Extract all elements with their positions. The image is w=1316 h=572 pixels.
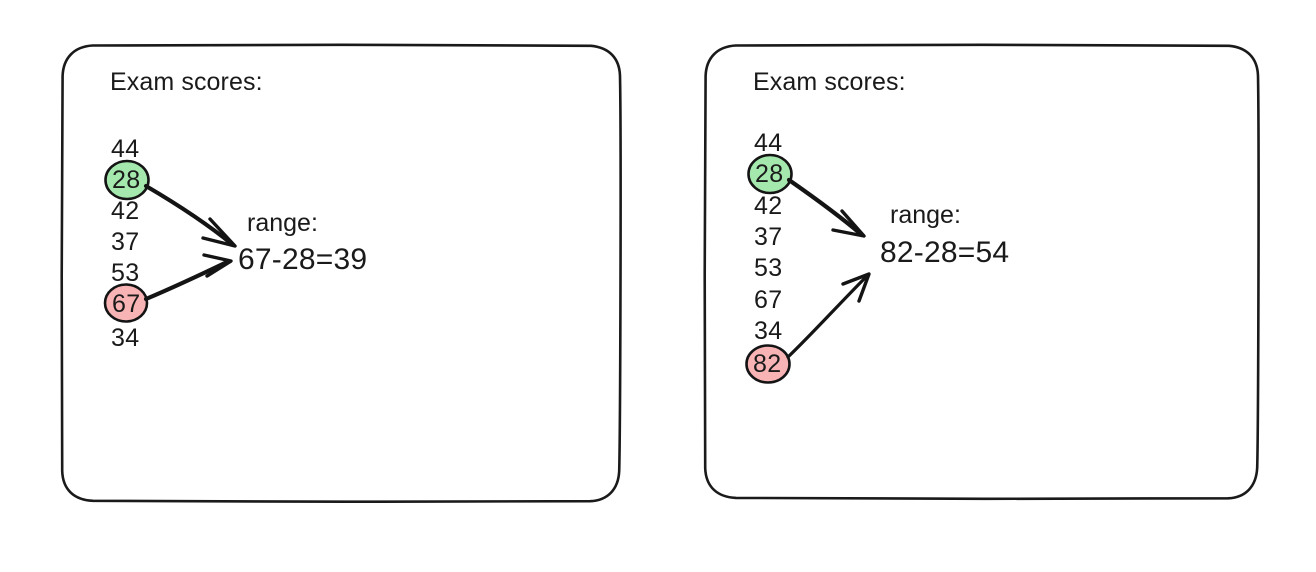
highlight-circle-min-left (104, 159, 150, 201)
panel-left-title: Exam scores: (110, 68, 263, 96)
arrow-min-to-range-left (143, 183, 236, 248)
panel-left-score-3: 37 (111, 228, 140, 256)
panel-right-frame (703, 43, 1260, 501)
panel-left-score-0: 44 (111, 135, 140, 163)
panel-left-score-5: 67 (112, 290, 141, 318)
panel-right-score-5: 67 (754, 286, 783, 314)
panel-right-range-equation: 82-28=54 (880, 236, 1010, 269)
panel-right-score-6: 34 (754, 317, 783, 345)
arrow-min-to-range-right (786, 177, 865, 238)
panel-right-range-label: range: (890, 201, 961, 229)
arrow-max-to-range-right (786, 274, 869, 359)
panel-right-title: Exam scores: (753, 68, 906, 96)
panel-left-score-2: 42 (111, 197, 140, 225)
panel-left-score-4: 53 (111, 259, 140, 287)
panel-left-score-6: 34 (111, 324, 140, 352)
panel-left-score-1: 28 (112, 166, 141, 194)
highlight-circle-max-left (103, 283, 149, 323)
arrow-max-to-range-left (143, 259, 230, 302)
panel-right-score-2: 42 (754, 192, 783, 220)
arrow-max-to-range-left-head (202, 253, 233, 278)
panel-right-score-3: 37 (754, 223, 783, 251)
highlight-circle-min-right (747, 153, 793, 195)
arrow-min-to-range-right-head (831, 209, 866, 238)
panel-left-frame (60, 43, 622, 504)
panel-right-score-0: 44 (754, 129, 783, 157)
panel-left-range-label: range: (247, 209, 318, 237)
panel-right-score-1: 28 (755, 160, 784, 188)
highlight-circle-max-right (745, 344, 791, 384)
panel-right-score-7: 82 (753, 350, 782, 378)
arrow-min-to-range-left-head (201, 217, 237, 248)
panel-left-range-equation: 67-28=39 (238, 243, 368, 276)
arrow-max-to-range-right-head (841, 272, 871, 303)
panel-right-score-4: 53 (754, 254, 783, 282)
